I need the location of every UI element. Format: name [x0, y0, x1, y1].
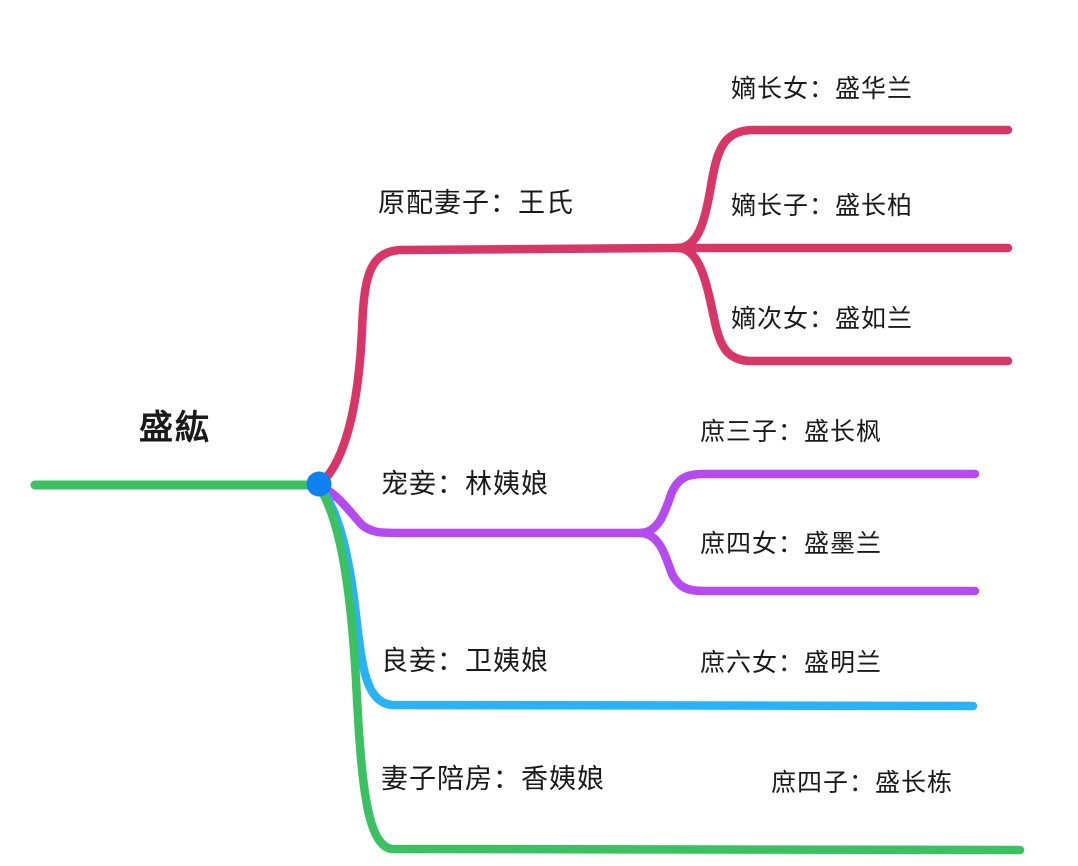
branch-1-child-1-line [673, 125, 1013, 253]
branch-label-wang-shi[interactable]: 原配妻子：王氏 [378, 188, 574, 219]
child-label-sheng-changbai[interactable]: 嫡长子：盛长柏 [731, 191, 914, 220]
child-label-sheng-minglan[interactable]: 庶六女：盛明兰 [700, 648, 883, 677]
root-node-label[interactable]: 盛紘 [139, 408, 211, 448]
branch-label-lin-yiniang[interactable]: 宠妾：林姨娘 [381, 469, 549, 500]
branch-1-child-3-line [673, 243, 1013, 366]
branch-2-child-1-line [635, 469, 980, 538]
branch-label-xiang-yiniang[interactable]: 妻子陪房：香姨娘 [381, 764, 605, 795]
branch-2-child-2-line [635, 528, 980, 596]
branch-1-trunk-line [313, 243, 683, 490]
child-label-sheng-molan[interactable]: 庶四女：盛墨兰 [700, 529, 883, 558]
child-label-sheng-changfeng[interactable]: 庶三子：盛长枫 [700, 417, 883, 446]
branch-label-wei-yiniang[interactable]: 良妾：卫姨娘 [381, 646, 549, 677]
branch-4-trunk-line [313, 480, 1025, 855]
branch-2-trunk-line [313, 480, 645, 538]
child-label-sheng-rulan[interactable]: 嫡次女：盛如兰 [731, 304, 914, 333]
child-label-sheng-changdong[interactable]: 庶四子：盛长栋 [771, 768, 954, 797]
junction-dot-icon[interactable] [306, 471, 332, 497]
child-label-sheng-hualan[interactable]: 嫡长女：盛华兰 [731, 74, 914, 103]
